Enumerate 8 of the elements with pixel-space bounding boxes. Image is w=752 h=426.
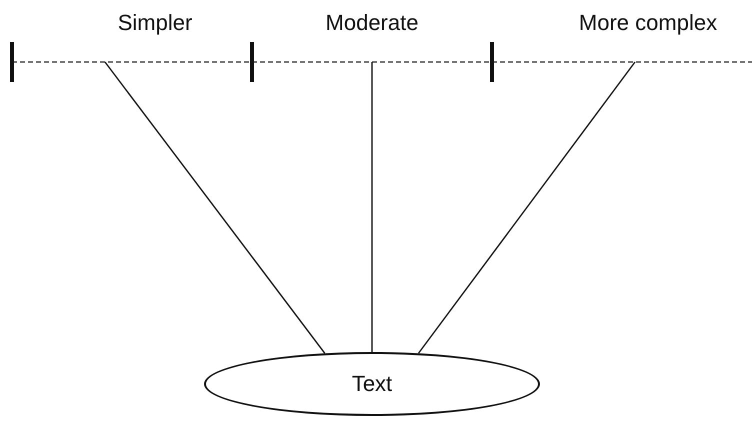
- connector-line: [418, 62, 636, 354]
- connector-line: [104, 62, 326, 354]
- node-label: More complex: [578, 10, 718, 35]
- node-label: Text: [352, 371, 392, 397]
- node-label: Simpler: [118, 10, 192, 35]
- connector-line: [371, 62, 373, 352]
- ellipse-node: [204, 352, 540, 416]
- node-label: Moderate: [326, 10, 418, 35]
